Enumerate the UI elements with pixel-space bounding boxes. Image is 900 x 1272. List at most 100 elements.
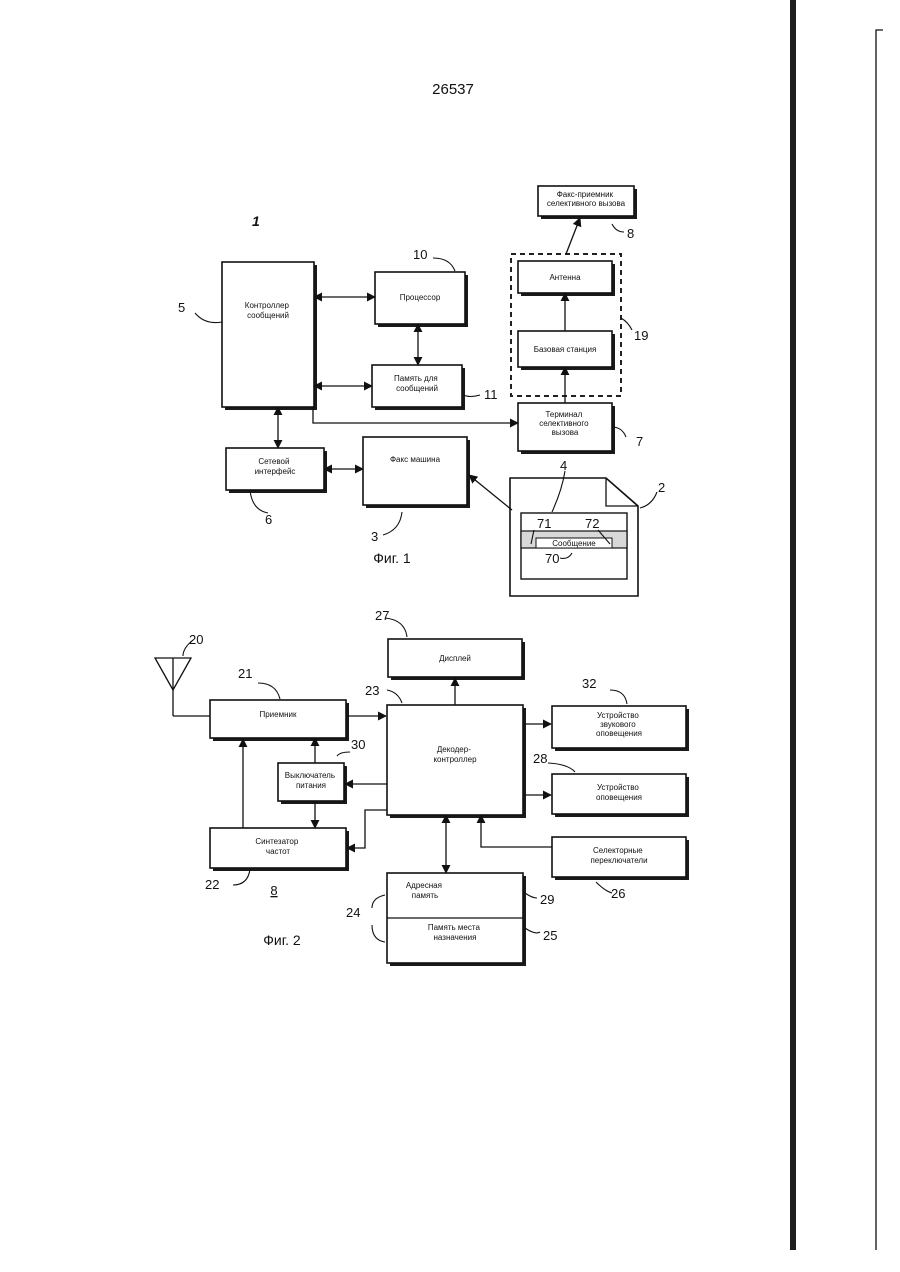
alert-device-line-1: Устройство (597, 783, 639, 792)
ref-20: 20 (189, 632, 203, 647)
address-memory-line-2: память (412, 891, 438, 900)
message-controller-line-1: Контроллер (245, 301, 290, 310)
sound-alert-device-label: Устройство звукового оповещения (596, 711, 642, 738)
decoder-controller-line-2: контроллер (433, 755, 477, 764)
page-number: 26537 (432, 81, 474, 98)
frequency-synthesizer-line-2: частот (266, 847, 290, 856)
display-label: Дисплей (439, 654, 471, 663)
ref-28: 28 (533, 751, 547, 766)
ref-7: 7 (636, 434, 643, 449)
ref-22: 22 (205, 877, 219, 892)
fax-receiver-line-2: селективного вызова (547, 199, 626, 208)
document-fax-link (469, 475, 512, 510)
selector-decoder-link (481, 815, 552, 847)
ref-29: 29 (540, 892, 554, 907)
memory-block: Адресная память Память места назначения (387, 873, 526, 966)
frequency-synthesizer-block: Синтезатор частот (210, 828, 349, 871)
processor-label: Процессор (400, 293, 441, 302)
sound-alert-device-line-1: Устройство (597, 711, 639, 720)
destination-memory-line-1: Память места (428, 923, 481, 932)
destination-memory-line-2: назначения (434, 933, 477, 942)
ref-8: 8 (627, 226, 634, 241)
decoder-controller-block: Декодер- контроллер (387, 705, 526, 818)
ref-71: 71 (537, 516, 551, 531)
ref-27: 27 (375, 608, 389, 623)
scan-edge-bar (790, 0, 796, 1250)
selective-call-terminal-block: Терминал селективного вызова (518, 403, 615, 454)
message-controller-block: Контроллер сообщений (222, 262, 317, 410)
fax-machine-block: Факс машина (363, 437, 470, 508)
base-station-block: Базовая станция (518, 331, 615, 370)
ref-72: 72 (585, 516, 599, 531)
selective-call-terminal-line-3: вызова (552, 428, 579, 437)
message-controller-line-2: сообщений (247, 311, 289, 320)
fax-machine-label: Факс машина (390, 455, 441, 464)
message-memory-block: Память для сообщений (372, 365, 465, 410)
ref-21: 21 (238, 666, 252, 681)
power-switch-block: Выключатель питания (278, 763, 347, 804)
address-memory-line-1: Адресная (406, 881, 442, 890)
fax-document: Сообщение (510, 478, 638, 596)
ref-3: 3 (371, 529, 378, 544)
network-interface-block: Сетевой интерфейс (226, 448, 327, 493)
message-memory-line-1: Память для (394, 374, 438, 383)
network-interface-line-1: Сетевой (258, 457, 289, 466)
ref-32: 32 (582, 676, 596, 691)
fig2-caption: Фиг. 2 (263, 932, 301, 948)
base-station-label: Базовая станция (534, 345, 597, 354)
ref-25: 25 (543, 928, 557, 943)
fax-receiver-block: Факс-приемник селективного вызова (538, 186, 637, 219)
message-memory-label: Память для сообщений (394, 374, 440, 393)
selective-call-terminal-line-1: Терминал (545, 410, 582, 419)
fax-receiver-label: Факс-приемник селективного вызова (547, 190, 626, 208)
message-memory-line-2: сообщений (396, 384, 438, 393)
alert-device-block: Устройство оповещения (552, 774, 689, 817)
ref-4: 4 (560, 458, 567, 473)
sound-alert-device-line-2: звукового (600, 720, 636, 729)
antenna-label: Антенна (549, 273, 581, 282)
antenna-receiver-link (566, 218, 580, 254)
ref-5: 5 (178, 300, 185, 315)
figure-2: Приемник Дисплей Декодер- контроллер Вык… (155, 608, 689, 966)
selector-switches-line-1: Селекторные (593, 846, 643, 855)
alert-device-label: Устройство оповещения (596, 783, 642, 802)
message-controller-label: Контроллер сообщений (245, 301, 291, 320)
decoder-controller-line-1: Декодер- (437, 745, 471, 754)
antenna-block: Антенна (518, 261, 615, 296)
fax-receiver-line-1: Факс-приемник (557, 190, 614, 199)
power-switch-line-2: питания (296, 781, 326, 790)
processor-block: Процессор (375, 272, 468, 327)
ref-26: 26 (611, 886, 625, 901)
alert-device-line-2: оповещения (596, 793, 642, 802)
receiver-block: Приемник (210, 700, 349, 741)
figure-1: 1 Контроллер сообщений Процессор Память … (178, 186, 665, 596)
decoder-controller-label: Декодер- контроллер (433, 745, 477, 764)
sound-alert-device-line-3: оповещения (596, 729, 642, 738)
ref-70: 70 (545, 551, 559, 566)
ref-23: 23 (365, 683, 379, 698)
document-message-label: Сообщение (552, 539, 596, 548)
network-interface-label: Сетевой интерфейс (255, 457, 296, 476)
frequency-synthesizer-line-1: Синтезатор (255, 837, 298, 846)
ref-19: 19 (634, 328, 648, 343)
fig1-system-ref: 1 (252, 213, 260, 229)
ref-6: 6 (265, 512, 272, 527)
ref-24: 24 (346, 905, 360, 920)
decoder-synth-link (347, 810, 387, 848)
ref-30: 30 (351, 737, 365, 752)
network-interface-line-2: интерфейс (255, 467, 296, 476)
ref-10: 10 (413, 247, 427, 262)
destination-memory-label: Память места назначения (428, 923, 482, 942)
fig2-system-ref: 8 (270, 883, 277, 898)
antenna-symbol (155, 658, 210, 716)
power-switch-line-1: Выключатель (285, 771, 335, 780)
scan-edge-bracket (876, 30, 883, 1250)
fig1-caption: Фиг. 1 (373, 550, 411, 566)
ref-11: 11 (484, 387, 498, 402)
sound-alert-device-block: Устройство звукового оповещения (552, 706, 689, 751)
selective-call-terminal-line-2: селективного (539, 419, 589, 428)
selector-switches-label: Селекторные переключатели (590, 846, 647, 865)
selector-switches-block: Селекторные переключатели (552, 837, 689, 880)
